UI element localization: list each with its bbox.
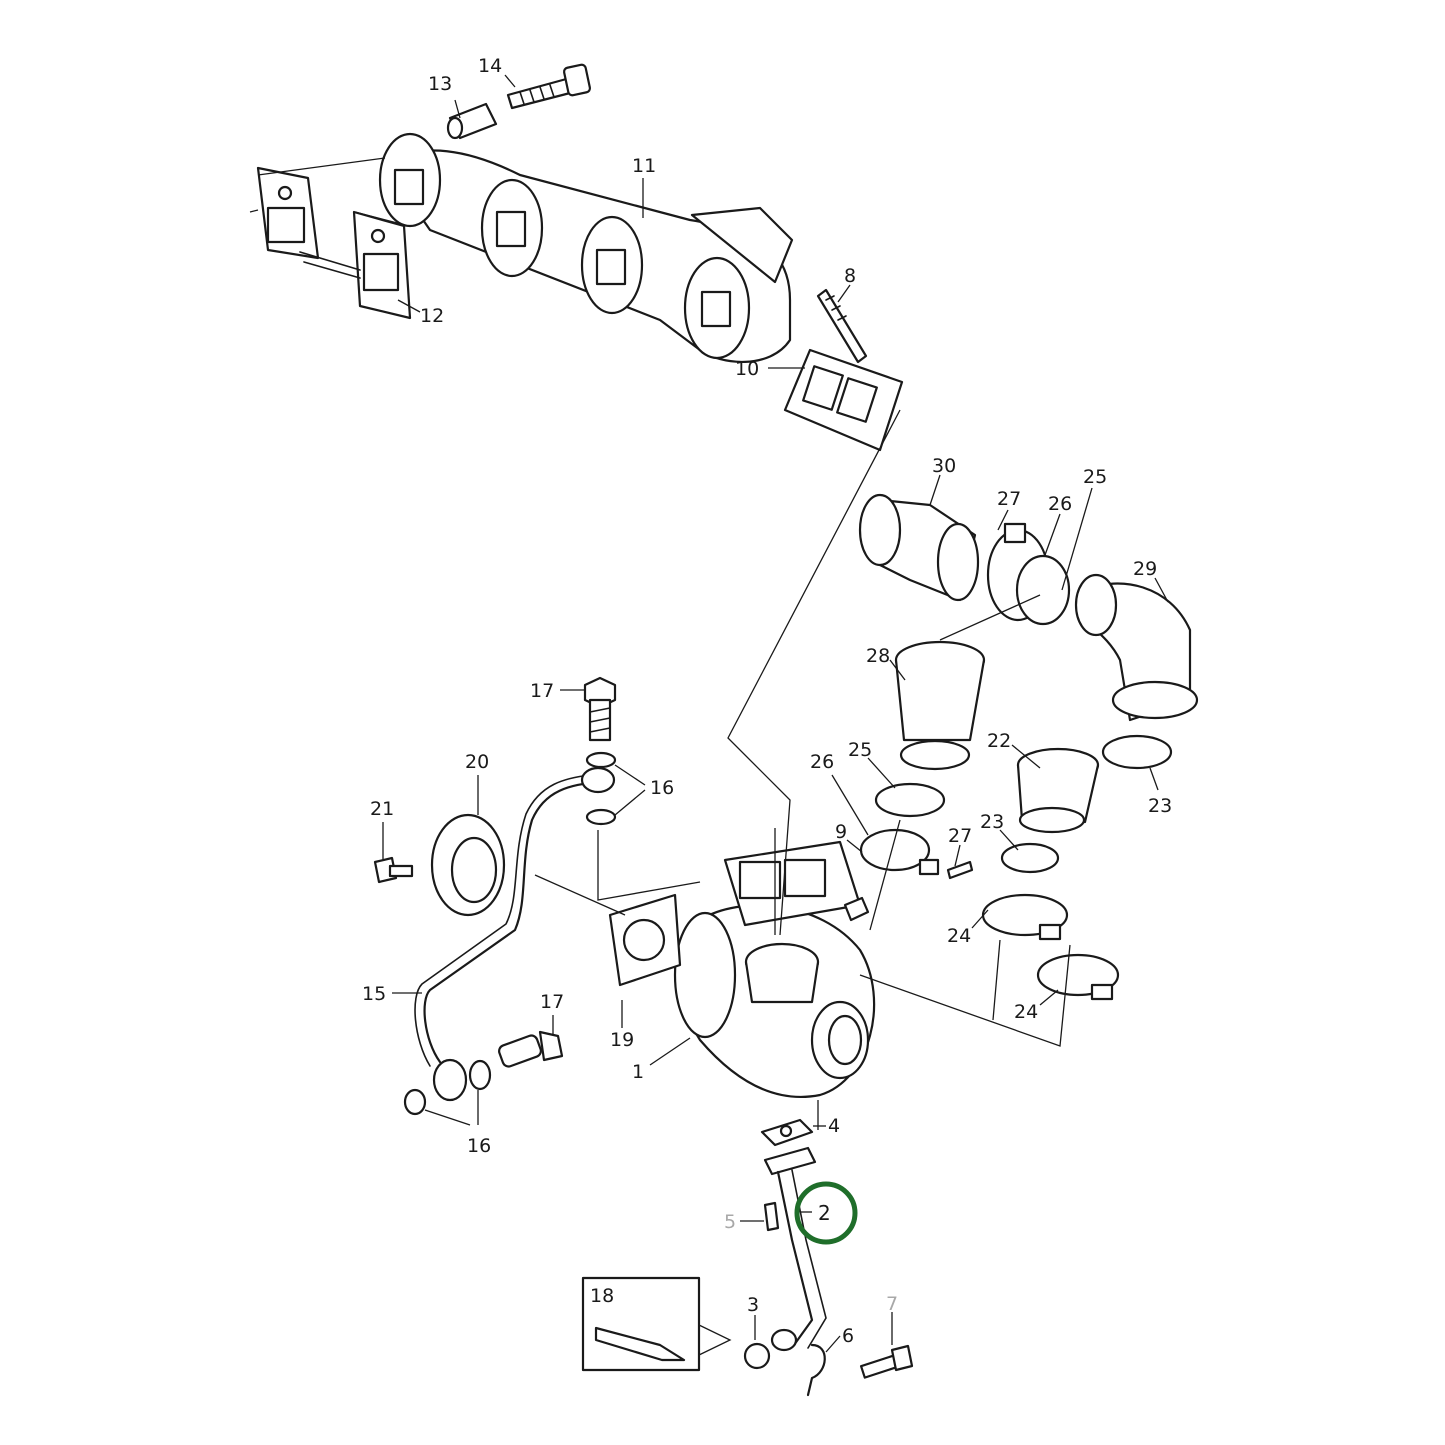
oil-flange (430, 813, 506, 917)
sealant-box (581, 1276, 732, 1372)
callout-17-top: 17 (530, 680, 554, 702)
return-flange-screw (763, 1201, 780, 1232)
oil-feed-group (373, 676, 682, 1116)
elbow-pipe (1074, 573, 1199, 722)
callout-15: 15 (362, 983, 386, 1005)
oil-return-group (581, 1118, 914, 1397)
callout-13: 13 (428, 73, 452, 95)
callout-30: 30 (932, 455, 956, 477)
flange-bolt (373, 856, 414, 884)
callout-1: 1 (632, 1061, 644, 1083)
callout-16-bottom: 16 (467, 1135, 491, 1157)
callout-16-top: 16 (650, 777, 674, 799)
return-flange-gasket (760, 1118, 814, 1147)
spacer-sleeve (446, 102, 498, 140)
manifold-gasket-left (256, 166, 320, 260)
o-ring-lower (1000, 842, 1060, 874)
callout-26-mid: 26 (810, 751, 834, 773)
exhaust-manifold-group (256, 63, 904, 452)
turbo-nut (843, 896, 870, 922)
callout-17-bottom: 17 (540, 991, 564, 1013)
stud (816, 288, 868, 364)
callout-22: 22 (987, 730, 1011, 752)
callout-4: 4 (828, 1115, 840, 1137)
callout-12: 12 (420, 305, 444, 327)
highlighted-part-ring (794, 1181, 858, 1245)
callout-23-right: 23 (1148, 795, 1172, 817)
callout-24-lower: 24 (1014, 1001, 1038, 1023)
pipe-clip (806, 1343, 826, 1397)
callout-24-upper: 24 (947, 925, 971, 947)
hose-clamp-right-lower (1036, 953, 1120, 1001)
intake-pipe-group (858, 493, 1199, 1001)
callouts: 13 14 11 12 8 10 30 27 26 25 29 28 25 26… (362, 55, 1172, 1353)
hose-clamp-left (859, 828, 940, 876)
callout-20: 20 (465, 751, 489, 773)
o-ring-upper (1015, 554, 1071, 626)
callout-5: 5 (724, 1211, 736, 1233)
hose-clamp-right-upper (981, 893, 1069, 941)
oil-return-pipe (763, 1146, 827, 1352)
callout-19: 19 (610, 1029, 634, 1051)
banjo-bolt-bottom (498, 1030, 564, 1068)
callout-18: 18 (590, 1285, 614, 1307)
sealing-washer-top-2 (585, 808, 617, 826)
exhaust-manifold (378, 132, 794, 364)
callout-3: 3 (747, 1294, 759, 1316)
banjo-bolt-top (583, 676, 617, 742)
o-ring-mid-left (874, 782, 946, 818)
adapter-pipe (894, 640, 986, 771)
callout-14: 14 (478, 55, 502, 77)
callout-28: 28 (866, 645, 890, 667)
sealing-washer-bottom-1 (468, 1059, 492, 1091)
callout-10: 10 (735, 358, 759, 380)
callout-25-mid: 25 (848, 739, 872, 761)
clip-bolt (859, 1344, 914, 1379)
manifold-gasket-right (299, 210, 412, 320)
callout-26-top: 26 (1048, 493, 1072, 515)
threaded-pipe (1016, 747, 1100, 834)
callout-8: 8 (844, 265, 856, 287)
o-ring-mid-right (1101, 734, 1173, 770)
callout-9: 9 (835, 821, 847, 843)
callout-2: 2 (818, 1201, 831, 1225)
callout-27-mid: 27 (948, 825, 972, 847)
oil-feed-pipe (414, 766, 616, 1102)
return-pipe-o-ring (743, 1342, 771, 1370)
intake-pipe (858, 493, 980, 602)
callout-11: 11 (632, 155, 656, 177)
assembly-lines (249, 157, 1071, 1130)
callout-29: 29 (1133, 558, 1157, 580)
turbo-flange-gasket (783, 348, 904, 452)
sealing-washer-bottom-2 (403, 1088, 427, 1116)
callout-7: 7 (886, 1293, 898, 1315)
callout-21: 21 (370, 798, 394, 820)
callout-23-left: 23 (980, 811, 1004, 833)
callout-6: 6 (842, 1325, 854, 1347)
clamp-screw (946, 860, 974, 880)
callout-25-top: 25 (1083, 466, 1107, 488)
turbocharger (673, 840, 876, 1099)
manifold-bolt (506, 63, 592, 110)
sealing-washer-top-1 (585, 751, 617, 769)
oil-flange-gasket (608, 893, 682, 987)
callout-27-top: 27 (997, 488, 1021, 510)
